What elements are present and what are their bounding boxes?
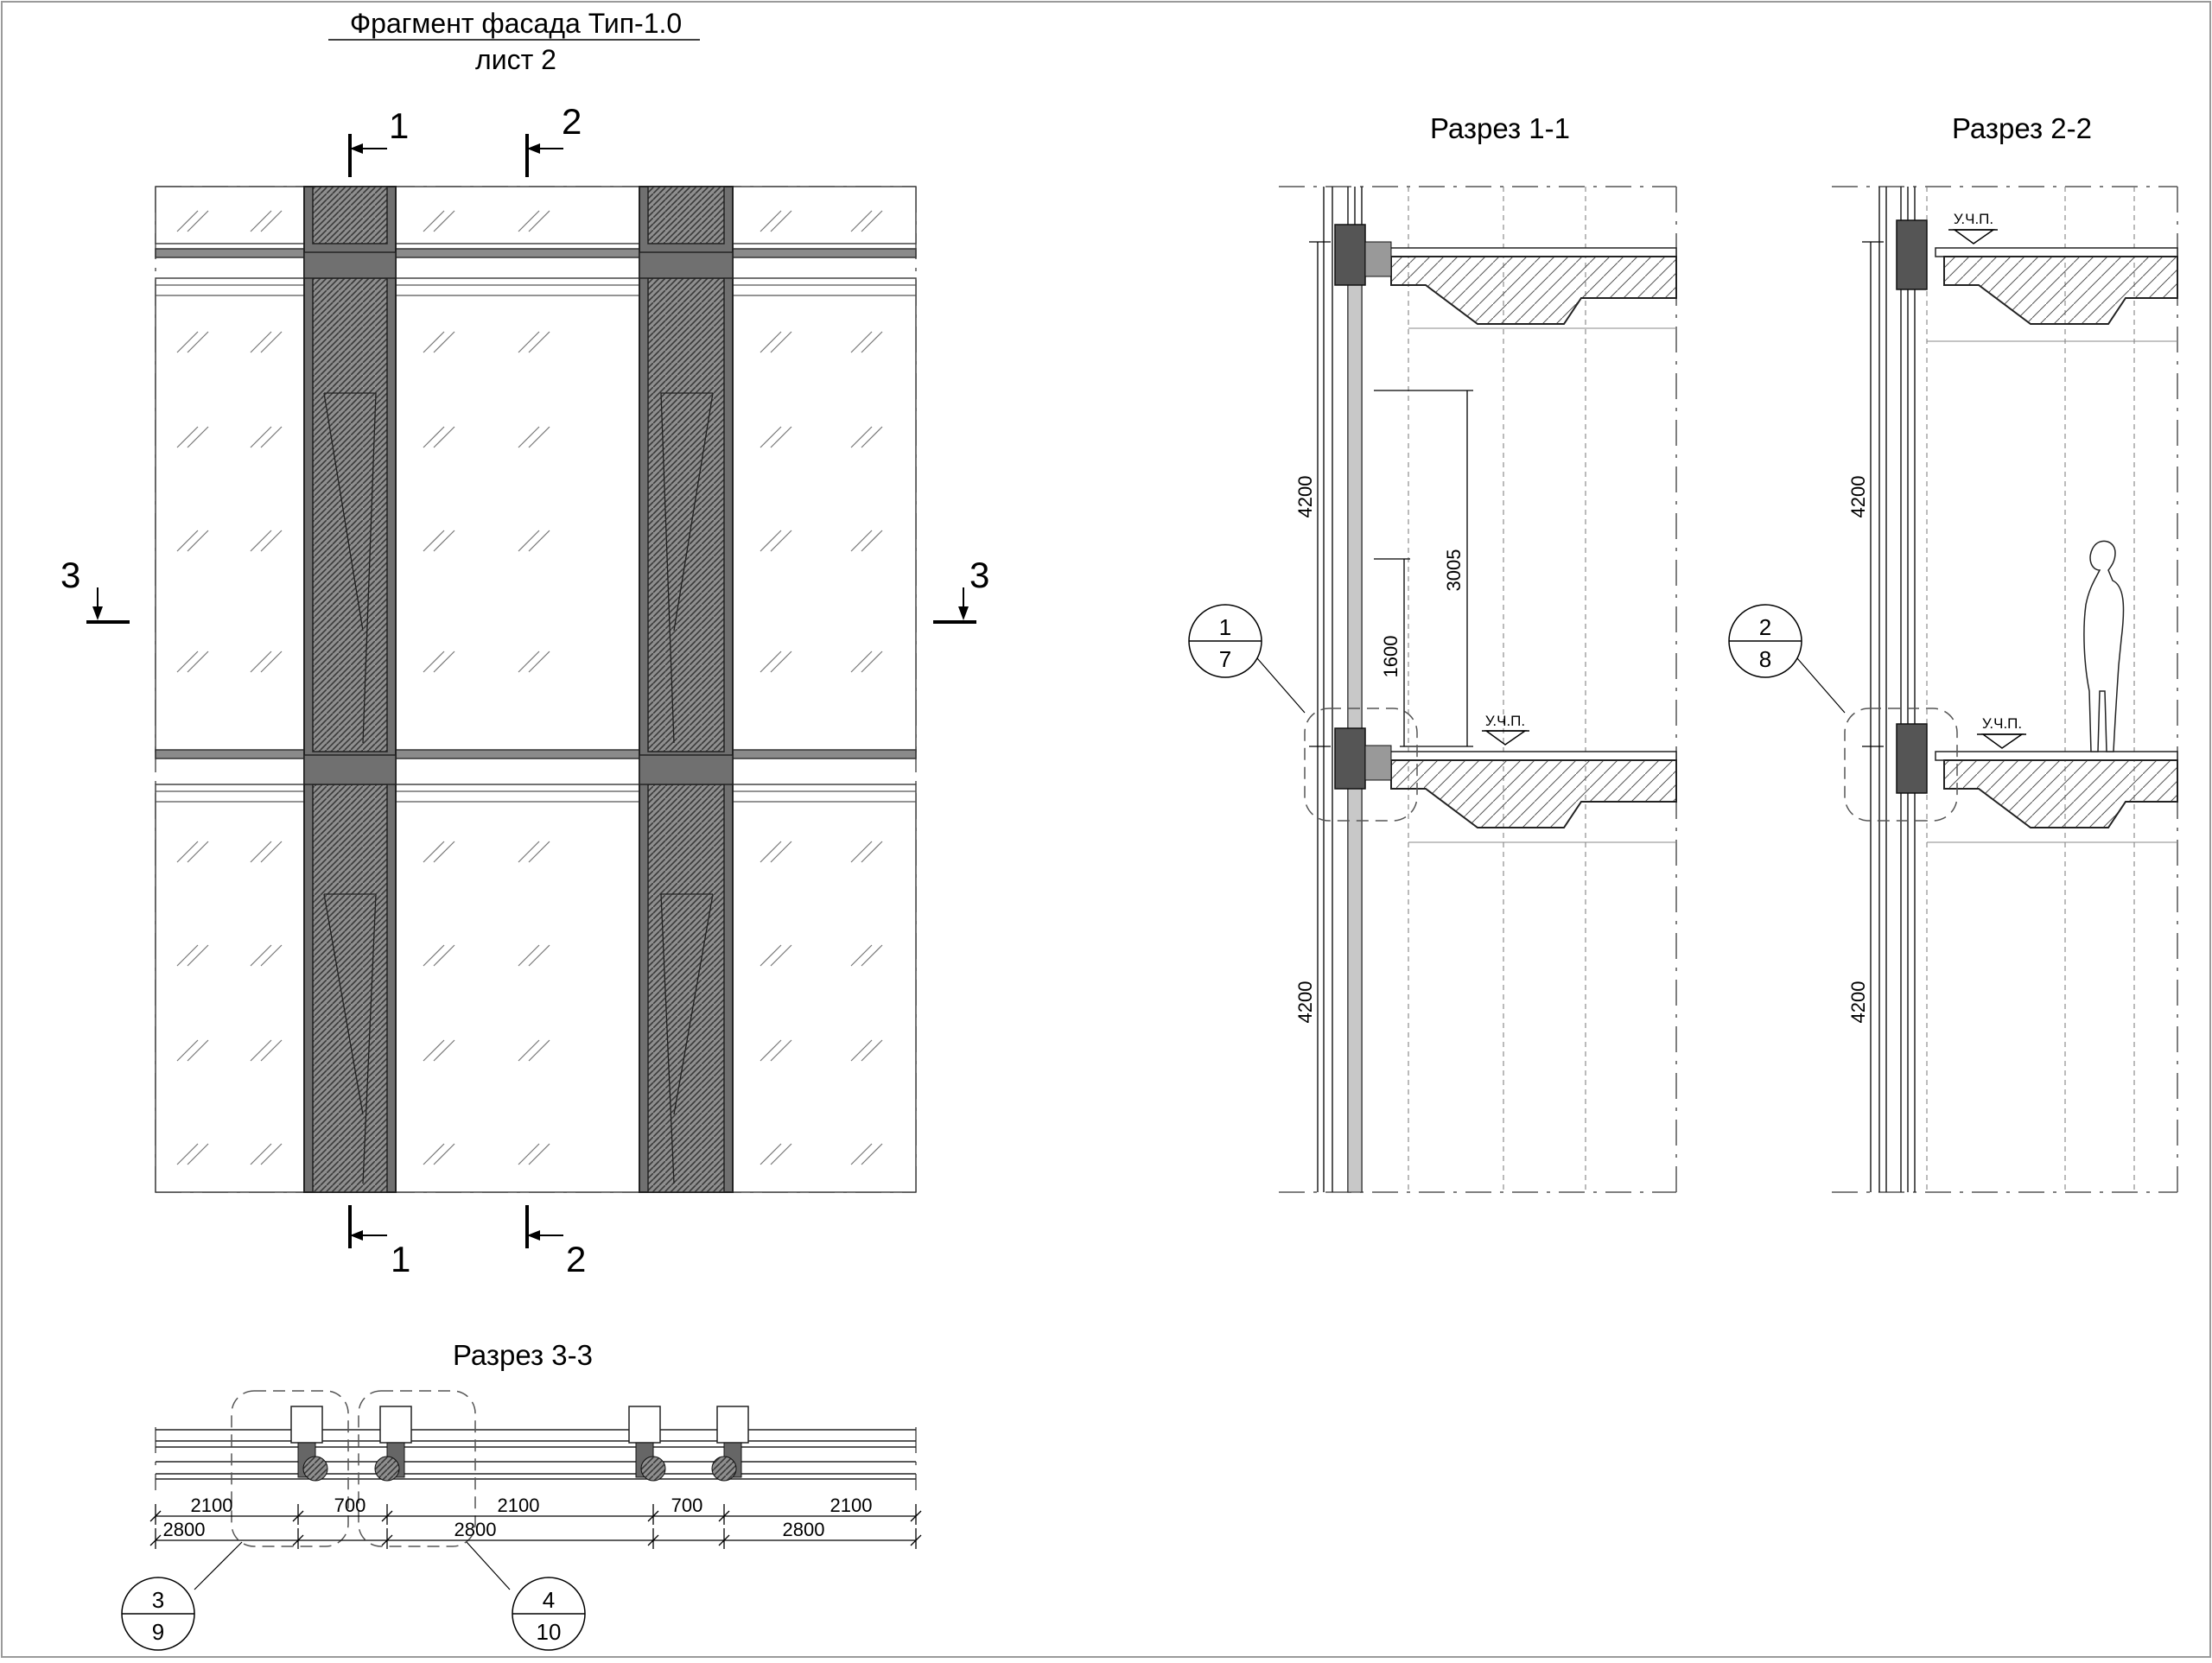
cut-label-2-bottom: 2 [566,1239,586,1279]
level-mark-top-text: У.Ч.П. [1954,211,1993,227]
glass-reflections [176,210,883,1165]
dim-sill-height: 1600 [1380,636,1402,678]
callout-1-num: 1 [1219,614,1231,640]
section-3-3: Разрез 3-3 [121,1339,922,1651]
cut-label-2-top: 2 [562,101,582,142]
callout-1-sheet: 7 [1219,646,1231,672]
section-1-1: Разрез 1-1 [1188,112,1677,1193]
dim-3-3-u3: 2100 [498,1495,540,1516]
callout-3-num: 3 [152,1587,164,1613]
level-mark-text-1-1: У.Ч.П. [1485,713,1525,729]
dim-floor-upper-2-2: 4200 [1847,476,1869,518]
dim-3-3-u2: 700 [334,1495,366,1516]
callout-2-sheet: 8 [1759,646,1771,672]
section-2-2-title: Разрез 2-2 [1952,112,2092,144]
dim-3-3-l3: 2800 [783,1519,825,1540]
floor-slab-upper [1334,224,1677,325]
floor-slab-lower [1334,727,1677,828]
dim-ticks-3-3 [149,1504,922,1549]
level-mark-top-2-2: У.Ч.П. [1948,211,1998,244]
floor-slab-lower-2-2 [1896,723,2178,828]
section-1-1-title: Разрез 1-1 [1430,112,1570,144]
callout-4-10: 4 10 [512,1577,586,1651]
facade-elevation: 1 2 1 2 3 3 [60,101,989,1279]
title-line-1: Фрагмент фасада Тип-1.0 [350,8,682,39]
dim-3-3-l2: 2800 [454,1519,497,1540]
callout-4-sheet: 10 [537,1619,562,1645]
callout-2-8: 2 8 [1728,604,1802,678]
callout-4-num: 4 [543,1587,555,1613]
dim-3-3-l1: 2800 [163,1519,206,1540]
cut-label-1-top: 1 [389,105,409,146]
cladding-column-left [303,186,397,1193]
dim-3-3-u4: 700 [671,1495,703,1516]
title-line-2: лист 2 [475,44,556,75]
section-2-2: Разрез 2-2 [1728,112,2178,1193]
level-mark-1-1: У.Ч.П. [1482,713,1529,746]
cut-label-3-left: 3 [60,555,80,595]
level-mark-mid-text: У.Ч.П. [1982,715,2022,732]
cut-label-1-bottom: 1 [391,1239,410,1279]
level-mark-mid-2-2: У.Ч.П. [1977,715,2026,749]
dim-floor-lower-2-2: 4200 [1847,981,1869,1024]
callout-1-7: 1 7 [1188,604,1262,678]
callout-2-num: 2 [1759,614,1771,640]
cladding-column-right [639,186,734,1193]
human-figure [2083,540,2125,752]
callout-3-9: 3 9 [121,1577,195,1651]
dim-3-3-u5: 2100 [830,1495,873,1516]
dim-floor-upper-1-1: 4200 [1294,476,1316,518]
dim-window-height: 3005 [1443,549,1465,592]
dim-floor-lower-1-1: 4200 [1294,981,1316,1024]
mullion-brackets [290,1406,749,1444]
cut-label-3-right: 3 [969,555,989,595]
section-3-3-title: Разрез 3-3 [453,1339,593,1371]
callout-3-sheet: 9 [152,1619,164,1645]
sheet-title: Фрагмент фасада Тип-1.0 лист 2 [328,8,700,75]
floor-slab-upper-2-2 [1896,219,2178,325]
dim-3-3-u1: 2100 [191,1495,233,1516]
